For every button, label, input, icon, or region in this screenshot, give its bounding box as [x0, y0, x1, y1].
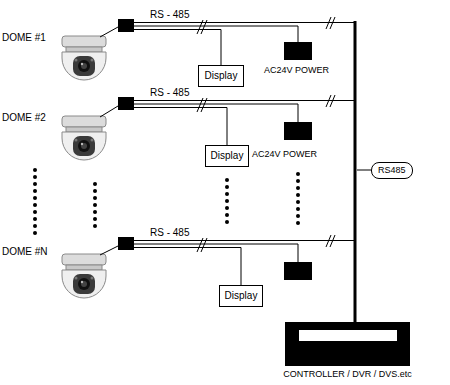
bus-type-label: RS - 485 [150, 10, 189, 20]
cable-wires [134, 22, 355, 23]
continuation-dot [33, 203, 37, 207]
display-label: Display [205, 71, 238, 81]
power-supply-box [284, 262, 312, 280]
bus-type-label: RS - 485 [150, 88, 189, 98]
continuation-dot [33, 175, 37, 179]
continuation-dot [296, 193, 300, 197]
continuation-dot [296, 186, 300, 190]
continuation-dot [225, 178, 229, 182]
connector-blocks [118, 237, 134, 250]
power-label: AC24V POWER [252, 150, 317, 159]
bus-type-label: RS - 485 [150, 228, 189, 238]
dome-camera [62, 254, 106, 298]
display-label: Display [225, 291, 258, 301]
cable-wires [100, 246, 118, 255]
continuation-dot [93, 196, 97, 200]
continuation-dot [225, 206, 229, 210]
continuation-dot [296, 179, 300, 183]
continuation-dot [33, 196, 37, 200]
controller-label: CONTROLLER / DVR / DVS.etc [283, 370, 412, 379]
continuation-dot [93, 189, 97, 193]
continuation-dot [93, 224, 97, 228]
cable-break-slashes [326, 235, 335, 247]
continuation-dot [296, 207, 300, 211]
cable-break-slashes [197, 238, 207, 252]
continuation-dot [296, 172, 300, 176]
continuation-dot [33, 231, 37, 235]
continuation-dot [33, 210, 37, 214]
cable-wires [100, 23, 355, 286]
cable-break-slashes [197, 98, 207, 112]
continuation-dot [296, 214, 300, 218]
dome-label: DOME #N [2, 247, 48, 257]
continuation-dot [33, 224, 37, 228]
cable-break-slashes [197, 17, 335, 252]
dome-label: DOME #2 [2, 113, 46, 123]
continuation-dot [93, 217, 97, 221]
continuation-dot [225, 199, 229, 203]
power-supply-box: AC24V POWER [284, 42, 312, 60]
connector-blocks [118, 19, 134, 32]
power-label: AC24V POWER [264, 66, 329, 75]
cable-wires [134, 30, 221, 66]
connector-blocks [118, 19, 134, 250]
display-box: Display [219, 285, 263, 307]
controller-slot [299, 330, 397, 341]
continuation-dot [93, 182, 97, 186]
continuation-dot [33, 217, 37, 221]
continuation-dot [225, 213, 229, 217]
cable-wires [134, 100, 355, 101]
continuation-dots [33, 168, 300, 235]
continuation-dot [296, 221, 300, 225]
continuation-dot [225, 185, 229, 189]
continuation-dot [93, 203, 97, 207]
display-box: Display [205, 145, 249, 167]
cable-break-slashes [326, 95, 335, 107]
dome-camera [62, 36, 106, 80]
cable-break-slashes [197, 20, 207, 34]
power-supply-box: AC24V POWER [284, 122, 312, 140]
connector-blocks [118, 97, 134, 110]
cable-wires [100, 27, 118, 37]
dome-camera [62, 116, 106, 160]
cable-wires [134, 244, 298, 262]
continuation-dot [33, 189, 37, 193]
cable-wires [134, 108, 227, 146]
continuation-dot [225, 192, 229, 196]
cable-wires [100, 106, 118, 117]
cable-wires [134, 240, 355, 241]
continuation-dot [33, 168, 37, 172]
cable-wires [134, 248, 241, 286]
continuation-dot [225, 220, 229, 224]
cable-wires [134, 26, 298, 42]
controller-box: CONTROLLER / DVR / DVS.etc [285, 322, 410, 366]
cable-wires [134, 104, 298, 122]
cable-break-slashes [326, 17, 335, 29]
leader-line [357, 170, 371, 171]
dome-label: DOME #1 [2, 33, 46, 43]
rs485-bus [354, 21, 357, 323]
bus-callout: RS485 [371, 162, 413, 179]
continuation-dot [93, 210, 97, 214]
display-box: Display [198, 65, 244, 87]
continuation-dot [296, 200, 300, 204]
continuation-dot [33, 182, 37, 186]
display-label: Display [211, 151, 244, 161]
bus-label: RS485 [378, 166, 406, 175]
